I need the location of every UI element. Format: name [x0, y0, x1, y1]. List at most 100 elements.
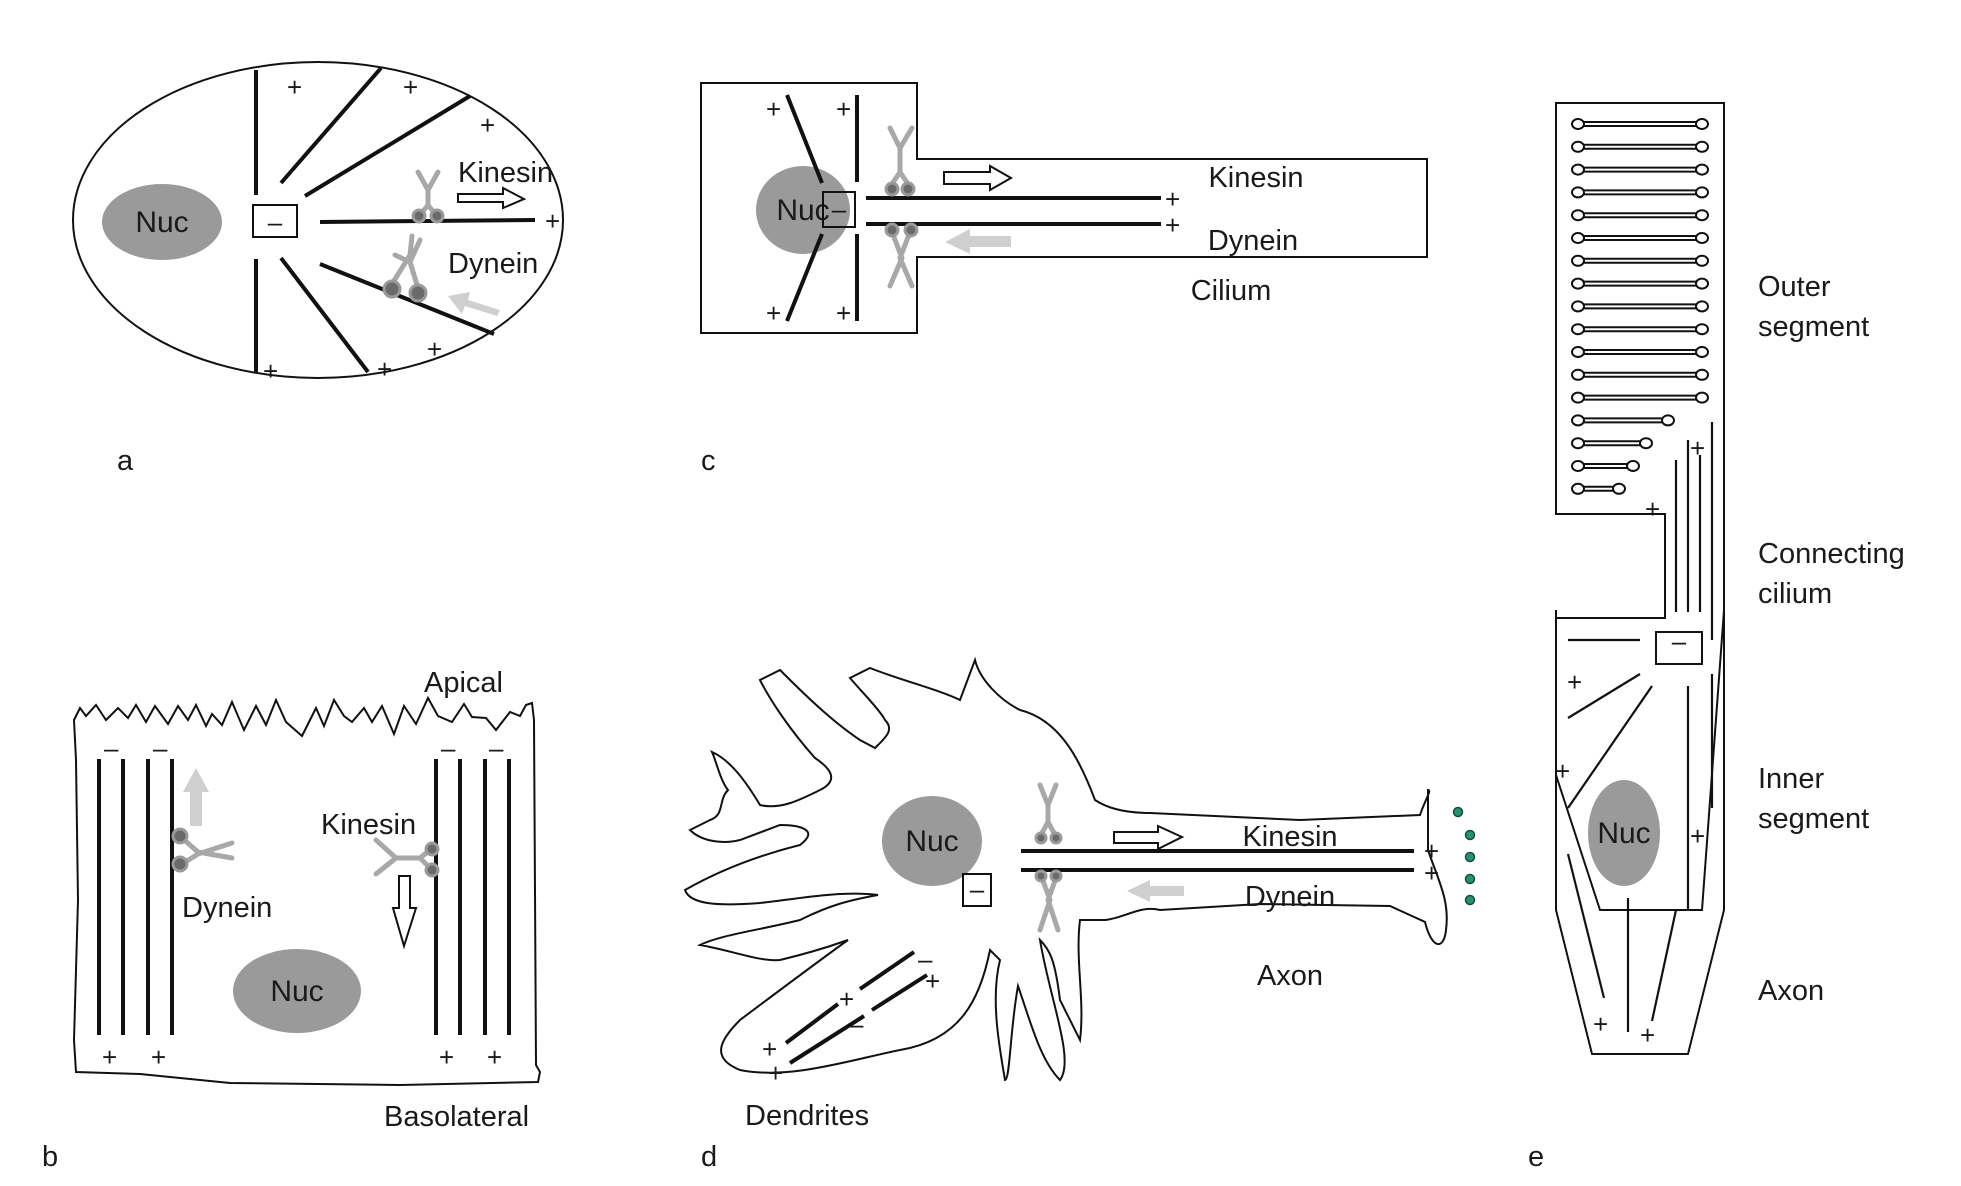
plus-sign: + [766, 298, 781, 328]
dendrite-microtubule [870, 973, 929, 1012]
minus-sign: – [441, 733, 456, 763]
microtubule [1567, 673, 1641, 719]
outer-segment-discs [1571, 118, 1709, 495]
inner-segment-outline [1555, 610, 1725, 1055]
nucleus [882, 796, 982, 886]
panel-letter-d: d [701, 1141, 717, 1173]
axon-label: Axon [1257, 960, 1323, 992]
plus-sign: + [287, 72, 302, 102]
plus-sign: + [1567, 667, 1582, 697]
connecting-cilium-label-line1: Connecting [1758, 538, 1905, 570]
microtubule [279, 256, 370, 374]
microtubule [279, 66, 383, 185]
nucleus-label: Nuc [135, 206, 188, 239]
panel-b: – – – – + + + + Apical Basolateral Nuc D… [42, 667, 542, 1173]
disc [1571, 118, 1709, 130]
plus-sign: + [439, 1042, 454, 1072]
kinesin-direction-arrow [943, 164, 1014, 192]
kinesin-label: Kinesin [458, 157, 553, 189]
minus-ends: – – – – [104, 733, 504, 763]
panel-letter-b: b [42, 1141, 58, 1173]
disc [1571, 482, 1626, 495]
plus-sign: + [102, 1042, 117, 1072]
kinesin-motor [411, 169, 445, 224]
plus-ends: + + + + [102, 1042, 502, 1072]
disc [1571, 232, 1709, 244]
panel-e: + + – Nuc + + + + + Outer segment Connec… [1528, 102, 1905, 1173]
ciliated-cell-outline [700, 82, 1428, 334]
plus-sign: + [1593, 1009, 1608, 1039]
outer-segment-label-line2: segment [1758, 311, 1869, 343]
vesicle [1464, 873, 1476, 885]
plus-sign: + [1555, 756, 1570, 786]
plus-sign: + [487, 1042, 502, 1072]
dynein-motor [171, 827, 235, 873]
kinesin-motor [1034, 782, 1063, 845]
disc [1571, 391, 1709, 404]
disc [1571, 368, 1709, 381]
plus-sign: + [403, 72, 418, 102]
disc [1571, 414, 1675, 427]
kinesin-direction-arrow [1113, 824, 1185, 851]
dynein-label: Dynein [448, 248, 538, 280]
dynein-label: Dynein [1208, 225, 1298, 257]
panel-letter-e: e [1528, 1141, 1544, 1173]
microtubule-bundles [97, 759, 511, 1035]
inner-segment-label-line2: segment [1758, 803, 1869, 835]
plus-sign: + [480, 110, 495, 140]
vesicle [1464, 829, 1476, 841]
plus-sign: + [1424, 836, 1439, 866]
nucleus-label: Nuc [270, 975, 323, 1008]
plus-sign: + [1424, 858, 1439, 888]
connecting-cilium-label-line2: cilium [1758, 578, 1832, 610]
synaptic-vesicles [1452, 806, 1476, 906]
plus-sign: + [1690, 821, 1705, 851]
panel-a: Nuc – + + + + + + + [72, 61, 564, 477]
centrosome-minus: – [268, 207, 283, 237]
plus-sign: + [925, 966, 940, 996]
plus-sign: + [836, 94, 851, 124]
disc [1571, 437, 1653, 450]
plus-sign: + [836, 298, 851, 328]
plus-sign: + [1645, 494, 1660, 524]
dynein-direction-arrow [183, 768, 209, 826]
cell-outline [72, 61, 564, 379]
vesicle [1452, 806, 1464, 818]
minus-sign: – [104, 733, 119, 763]
dendrites-label: Dendrites [745, 1100, 869, 1132]
dendrite-microtubule [858, 950, 916, 991]
inner-segment-label-line1: Inner [1758, 763, 1824, 795]
plus-sign: + [545, 206, 560, 236]
disc [1571, 277, 1709, 290]
nucleus [1588, 780, 1660, 886]
neuron-outline [683, 656, 1448, 1082]
minus-sign: – [153, 733, 168, 763]
microtubule [319, 262, 495, 336]
plus-sign: + [263, 356, 278, 386]
plus-sign: + [1165, 210, 1180, 240]
plus-sign: + [1690, 433, 1705, 463]
dynein-motor [1034, 869, 1063, 933]
inner-segment-microtubules [1566, 638, 1714, 1032]
dynein-direction-arrow [448, 292, 500, 316]
microtubule [785, 94, 824, 184]
disc [1571, 346, 1709, 358]
centrosome-box [962, 873, 992, 907]
centrosome-box [1655, 631, 1703, 665]
microtubule [1650, 909, 1678, 1022]
plus-sign: + [427, 334, 442, 364]
kinesin-motor [373, 837, 440, 878]
disc [1571, 460, 1640, 472]
minus-sign: – [918, 944, 933, 974]
dynein-direction-arrow [945, 229, 1011, 254]
nucleus [102, 184, 222, 260]
kinesin-label: Kinesin [321, 809, 416, 841]
nucleus [233, 949, 361, 1033]
plus-sign: + [1640, 1020, 1655, 1050]
panel-d: Nuc – + + Kinesin Dynein [683, 656, 1476, 1173]
cilium-label: Cilium [1191, 275, 1272, 307]
disc [1571, 163, 1709, 176]
apical-label: Apical [424, 667, 503, 699]
plus-ends: + + + + + + + [263, 72, 560, 386]
